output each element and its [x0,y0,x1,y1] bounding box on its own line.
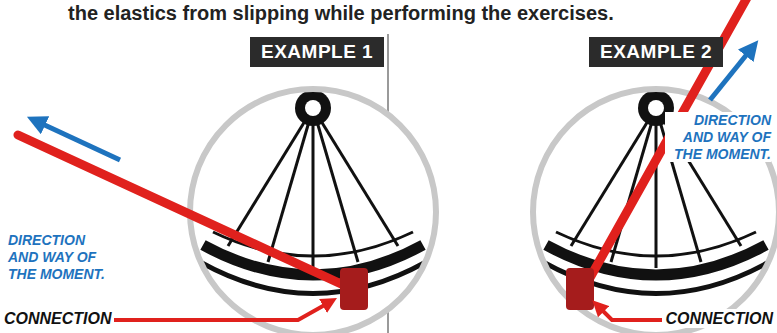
intro-text: the elastics from slipping while perform… [68,1,614,25]
example-title: EXAMPLE 2 [600,41,712,63]
leader-arrow [114,302,330,320]
example-tag: EXAMPLE 1 [250,37,384,67]
example-tag: EXAMPLE 2 [589,37,723,67]
connection-label: CONNECTION [665,309,773,328]
moment-arrow [36,121,120,160]
wheel [533,89,777,333]
example-title: EXAMPLE 1 [261,41,373,63]
connection-tab [566,268,594,310]
wheel [190,89,436,333]
connection-label: CONNECTION [4,309,112,328]
direction-note: DIRECTION AND WAY OF THE MOMENT. [8,232,114,282]
direction-note: DIRECTION AND WAY OF THE MOMENT. [665,112,771,162]
leader-arrow [598,306,662,320]
connection-tab [340,268,368,310]
